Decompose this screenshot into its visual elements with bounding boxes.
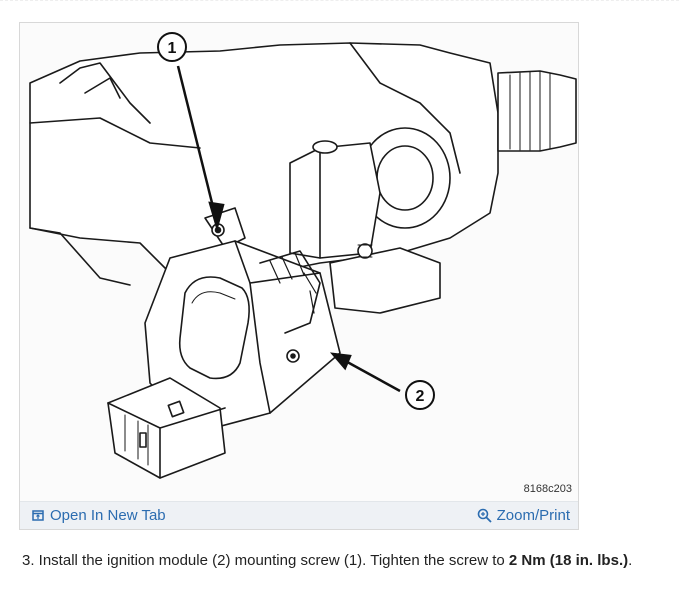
open-in-new-tab-label: Open In New Tab (50, 507, 166, 524)
callout-1: 1 (157, 32, 187, 62)
caption-suffix: . (628, 552, 633, 569)
zoom-print-label: Zoom/Print (496, 507, 570, 524)
figure-toolbar: Open In New Tab Zoom/Print (20, 501, 578, 529)
callout-2-label: 2 (416, 388, 425, 405)
open-in-new-tab-link[interactable]: Open In New Tab (32, 507, 166, 524)
magnifier-icon (477, 508, 492, 523)
callout-2: 2 (405, 380, 435, 410)
figure-code: 8168c203 (523, 483, 572, 495)
zoom-print-link[interactable]: Zoom/Print (477, 507, 570, 524)
open-in-new-tab-icon (32, 510, 44, 521)
shaft (497, 70, 577, 152)
ignition-module-diagram: 1 2 (29, 32, 577, 479)
callout-1-label: 1 (168, 40, 177, 57)
caption-text: 3. Install the ignition module (2) mount… (22, 552, 509, 569)
connector (107, 377, 226, 479)
torque-value: 2 Nm (18 in. lbs.) (508, 552, 629, 569)
figure-panel: 1 2 8168c203 Open In New Tab Zoom/Print (19, 22, 579, 530)
instruction-step-3: 3. Install the ignition module (2) mount… (22, 552, 632, 569)
top-divider (0, 0, 679, 5)
